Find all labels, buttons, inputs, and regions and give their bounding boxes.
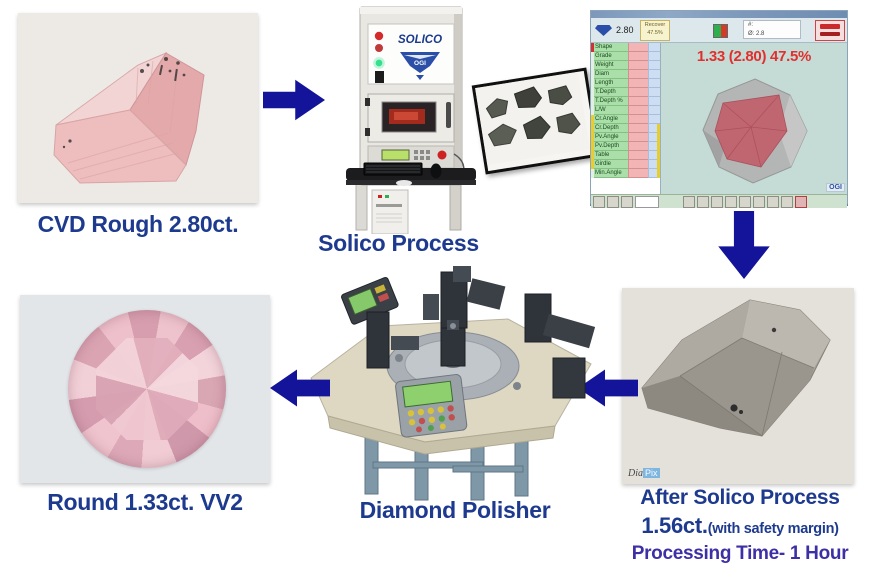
param-row: Pv.Angle — [591, 133, 660, 142]
solico-machine-illustration: SOLICO OGI — [338, 2, 486, 235]
param-row: Girdle — [591, 160, 660, 169]
param-row: Diam — [591, 70, 660, 79]
round-brilliant-gem — [68, 310, 226, 468]
status-flag-icon — [713, 24, 728, 38]
tool-icon — [711, 196, 723, 208]
status-icon — [593, 196, 605, 208]
plan-result-headline: 1.33 (2.80) 47.5% — [696, 48, 812, 65]
status-left-icons — [593, 196, 659, 208]
photo-round-polished — [20, 295, 270, 483]
caption-after-line3: Processing Time- 1 Hour — [631, 543, 849, 564]
tool-icon — [725, 196, 737, 208]
door-handle — [446, 102, 451, 128]
stone-info-box: #: Ø: 2.8 — [743, 20, 801, 39]
software-title-bar — [591, 11, 847, 18]
yellow-marker-bar — [657, 124, 660, 178]
caption-after-line1: After Solico Process — [640, 486, 840, 509]
photo-rough-diamonds-inset — [471, 67, 601, 175]
polisher-arm-3 — [524, 293, 596, 399]
polisher-arm-1 — [341, 277, 419, 369]
software-status-bar — [591, 194, 847, 208]
tool-icon — [683, 196, 695, 208]
ogi-logo-icon: OGI — [400, 52, 440, 80]
param-row: L/W — [591, 106, 660, 115]
lcd-display — [381, 149, 410, 161]
diamond-polisher-illustration — [303, 266, 599, 504]
param-row: Table — [591, 151, 660, 160]
param-row: T.Depth — [591, 88, 660, 97]
polisher-center-head — [440, 320, 466, 367]
caption-solico-process: Solico Process — [318, 230, 479, 256]
stop-button-icon — [815, 20, 845, 41]
clock-box — [635, 196, 659, 208]
tool-icon — [753, 196, 765, 208]
mouse-icon — [430, 163, 442, 179]
tool-icon — [781, 196, 793, 208]
param-row: Length — [591, 79, 660, 88]
param-row: Shape — [591, 43, 660, 52]
param-row: Cr.Angle — [591, 115, 660, 124]
caption-after-block: After Solico Process 1.56ct.(with safety… — [616, 486, 864, 565]
plan-3d-stone — [702, 78, 808, 184]
machine-brand-label: SOLICO — [398, 34, 442, 46]
recovery-badge: Recover 47.5% — [640, 20, 670, 41]
ogi-watermark: OGI — [826, 183, 845, 192]
pc-tower — [371, 189, 409, 235]
param-row: T.Depth % — [591, 97, 660, 106]
keyboard-icon — [363, 162, 423, 176]
viewport-3d: 1.33 (2.80) 47.5% OGI — [661, 43, 847, 194]
stone-weight-value: 2.80 — [616, 25, 634, 35]
param-row: Pv.Depth — [591, 142, 660, 151]
caption-after-line2: 1.56ct.(with safety margin) — [641, 513, 839, 538]
diamond-icon — [595, 25, 612, 36]
power-switch-icon — [375, 71, 384, 83]
param-row: Weight — [591, 61, 660, 70]
caption-round-result: Round 1.33ct. VV2 — [47, 489, 243, 515]
param-row: Cr.Depth — [591, 124, 660, 133]
photo-cvd-rough — [18, 13, 258, 203]
tool-icon — [697, 196, 709, 208]
caption-cvd-rough: CVD Rough 2.80ct. — [37, 211, 239, 237]
status-icon — [621, 196, 633, 208]
status-icon — [607, 196, 619, 208]
polisher-control-panel — [395, 374, 468, 438]
cvd-rough-gem — [53, 51, 205, 184]
svg-text:OGI: OGI — [414, 60, 426, 67]
tool-icon — [739, 196, 751, 208]
arrow-down-icon — [718, 211, 770, 279]
tool-icon — [795, 196, 807, 208]
tool-icon — [767, 196, 779, 208]
polisher-arm-2 — [423, 266, 506, 329]
param-row: Grade — [591, 52, 660, 61]
tool-icons-row — [683, 196, 807, 208]
gray-rough-gem — [641, 299, 831, 437]
caption-diamond-polisher: Diamond Polisher — [359, 497, 551, 523]
red-light-icon — [374, 31, 384, 41]
green-light-icon — [373, 57, 385, 69]
red-light2-icon — [375, 44, 383, 52]
software-toolbar: 2.80 Recover 47.5% #: Ø: 2.8 — [591, 18, 847, 43]
param-row: Min.Angle — [591, 169, 660, 178]
arrow-right-icon — [263, 79, 325, 121]
red-button-icon — [437, 150, 447, 160]
